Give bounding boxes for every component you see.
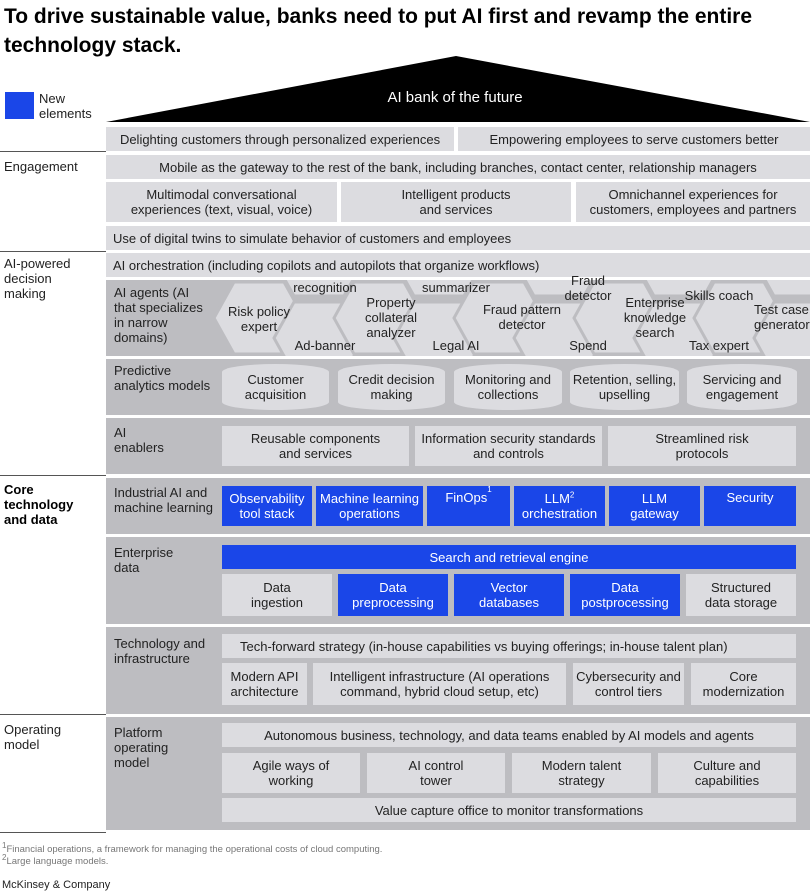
agent-test-case: Test case generator xyxy=(754,302,810,332)
divider xyxy=(0,714,106,715)
source-logo: McKinsey & Company xyxy=(2,879,111,891)
industrial-observability: Observability tool stack xyxy=(222,486,312,526)
industrial-mlops: Machine learning operations xyxy=(316,486,423,526)
agent-summarizer: summarizer xyxy=(422,279,490,295)
industrial-label: Industrial AI and machine learning xyxy=(114,485,214,515)
finops-label: FinOps xyxy=(445,490,488,505)
footnote-ref-2: 2 xyxy=(569,490,575,500)
engagement-intelligent: Intelligent products and services xyxy=(341,182,571,222)
infra-core-modernization: Core modernization xyxy=(691,663,796,705)
engagement-mobile: Mobile as the gateway to the rest of the… xyxy=(106,155,810,179)
divider xyxy=(0,475,106,476)
legend-label: New elements xyxy=(39,91,92,121)
enabler-risk: Streamlined risk protocols xyxy=(608,426,796,466)
legend-swatch xyxy=(5,92,34,119)
section-core: Core technology and data xyxy=(4,482,74,527)
op-talent: Modern talent strategy xyxy=(512,753,651,793)
op-control-tower: AI control tower xyxy=(367,753,505,793)
predictive-label: Predictive analytics models xyxy=(114,363,211,393)
engagement-multimodal: Multimodal conversational experiences (t… xyxy=(106,182,337,222)
engagement-top-right: Empowering employees to serve customers … xyxy=(458,127,810,151)
agent-property-collateral: Property collateral analyzer xyxy=(364,294,418,340)
infra-api: Modern API architecture xyxy=(222,663,307,705)
model-servicing: Servicing and engagement xyxy=(687,364,797,410)
ai-orchestration: AI orchestration (including copilots and… xyxy=(106,253,810,277)
ai-agents-label: AI agents (AI that specializes in narrow… xyxy=(114,285,203,345)
agent-ad-banner: Ad-banner xyxy=(294,337,356,353)
engagement-twins: Use of digital twins to simulate behavio… xyxy=(106,226,810,250)
industrial-llm-orchestration: LLM2 orchestration xyxy=(514,486,605,526)
enabler-reusable: Reusable components and services xyxy=(222,426,409,466)
agent-spend: Spend xyxy=(569,337,607,353)
industrial-security: Security xyxy=(704,486,796,526)
roof-triangle xyxy=(106,56,810,122)
search-engine: Search and retrieval engine xyxy=(222,545,796,569)
divider xyxy=(0,251,106,252)
agent-legal-ai: Legal AI xyxy=(432,337,480,353)
platform-label: Platform operating model xyxy=(114,725,169,770)
model-customer-acquisition: Customer acquisition xyxy=(222,364,329,410)
data-preprocessing: Data preprocessing xyxy=(338,574,448,616)
enabler-infosec: Information security standards and contr… xyxy=(415,426,602,466)
agent-fraud-pattern: Fraud pattern detector xyxy=(482,302,562,332)
op-agile: Agile ways of working xyxy=(222,753,360,793)
agents-hex-grid xyxy=(214,280,810,356)
model-retention: Retention, selling, upselling xyxy=(570,364,679,410)
section-engagement: Engagement xyxy=(4,159,78,174)
roof-label: AI bank of the future xyxy=(387,89,523,106)
footnote-1: 1Financial operations, a framework for m… xyxy=(2,840,383,855)
llm-label: LLM xyxy=(544,491,570,506)
autonomous-teams: Autonomous business, technology, and dat… xyxy=(222,723,796,747)
structured-storage: Structured data storage xyxy=(686,574,796,616)
divider xyxy=(0,151,106,152)
engagement-omnichannel: Omnichannel experiences for customers, e… xyxy=(576,182,810,222)
industrial-llm-gateway: LLM gateway xyxy=(609,486,700,526)
vector-databases: Vector databases xyxy=(454,574,564,616)
agent-recognition: recognition xyxy=(293,279,357,295)
enterprise-label: Enterprise data xyxy=(114,545,174,575)
llm-orchestration-rest: orchestration xyxy=(521,506,598,521)
engagement-top-left: Delighting customers through personalize… xyxy=(106,127,454,151)
section-operating: Operating model xyxy=(4,722,62,752)
tech-label: Technology and infrastructure xyxy=(114,636,206,666)
model-credit-decision: Credit decision making xyxy=(338,364,445,410)
agent-tax-expert: Tax expert xyxy=(689,337,749,353)
page-title: To drive sustainable value, banks need t… xyxy=(4,5,753,57)
agent-enterprise-search: Enterprise knowledge search xyxy=(623,294,687,340)
footnote-2: 2Large language models. xyxy=(2,852,109,867)
tech-forward-strategy: Tech-forward strategy (in-house capabili… xyxy=(222,634,796,658)
agent-skills-coach: Skills coach xyxy=(684,288,754,303)
data-ingestion: Data ingestion xyxy=(222,574,332,616)
agent-risk-policy: Risk policy expert xyxy=(227,304,291,334)
model-monitoring: Monitoring and collections xyxy=(454,364,562,410)
section-ai-decision: AI-powered decision making xyxy=(4,256,71,301)
enablers-label: AI enablers xyxy=(114,425,164,455)
infra-cybersecurity: Cybersecurity and control tiers xyxy=(573,663,684,705)
divider xyxy=(0,832,106,833)
infra-intelligent: Intelligent infrastructure (AI operation… xyxy=(313,663,566,705)
data-postprocessing: Data postprocessing xyxy=(570,574,680,616)
op-culture: Culture and capabilities xyxy=(658,753,796,793)
agent-fraud-detector: Fraud detector xyxy=(564,273,612,303)
value-capture: Value capture office to monitor transfor… xyxy=(222,798,796,822)
